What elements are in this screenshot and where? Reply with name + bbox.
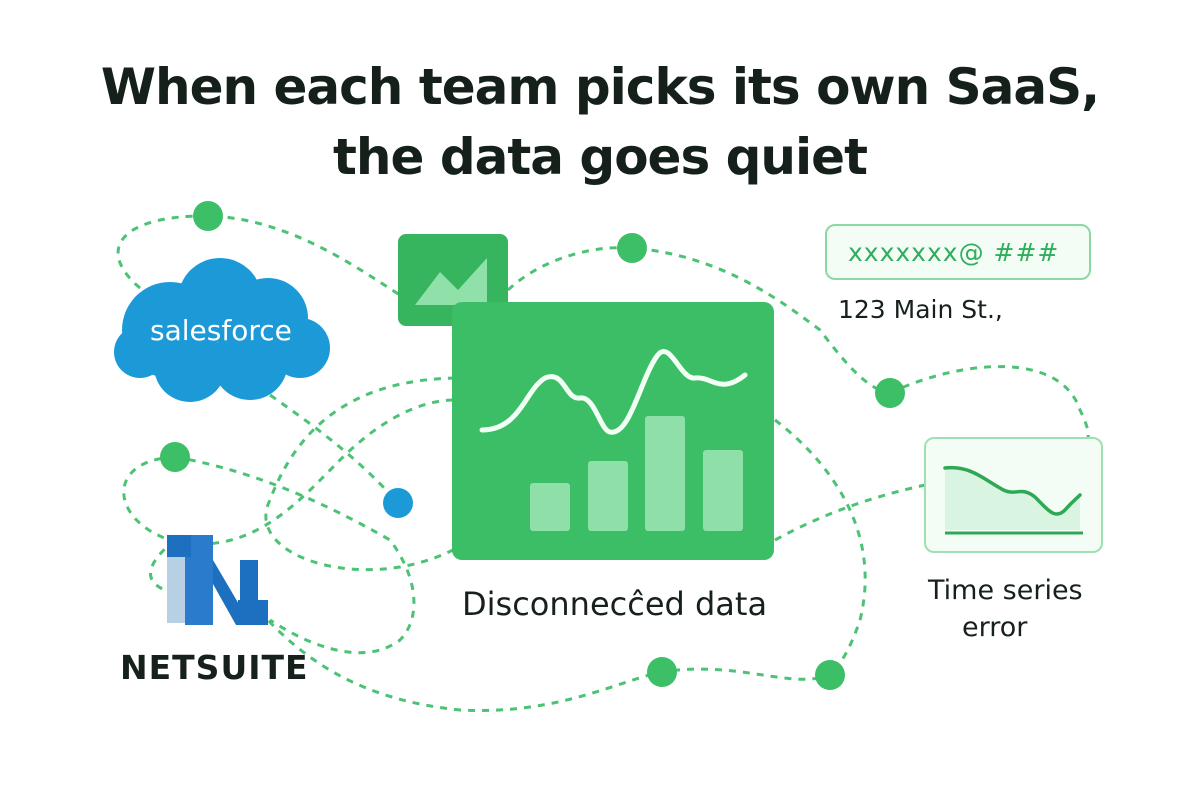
chart-bar [588,461,628,531]
center-dashboard-panel [452,302,774,560]
connector-netsuite-loop [122,398,456,546]
connector-bottom [248,599,831,712]
node-dot [160,442,190,472]
node-dot [193,201,223,231]
address-text: 123 Main St., [838,295,1003,324]
chart-bar [703,450,743,531]
chart-line [479,349,748,435]
connector-sf-down [269,393,400,504]
timeseries-chart-icon [924,437,1103,553]
node-dot-blue [383,488,413,518]
email-field-value: xxxxxxx@ ### [848,238,1060,267]
connector-netsuite-up [149,538,176,592]
timeseries-label-line-1: Time series [928,575,1083,606]
page-title-line-1: When each team picks its own SaaS, [100,58,1100,116]
node-dot [647,657,677,687]
connector-left-bottom [174,455,416,655]
salesforce-cloud-logo [114,258,330,402]
node-dot [815,660,845,690]
connector-sf-top [116,214,401,297]
connector-center-bottom [774,418,867,677]
chart-bar [530,483,570,531]
connector-lines [116,214,1090,712]
connector-cross-1 [264,376,471,572]
node-dot [875,378,905,408]
connector-timeseries [774,483,926,542]
timeseries-label-line-2: error [962,612,1028,643]
connector-right-loop [889,365,1090,442]
chart-bar [645,416,685,531]
node-dot [617,233,647,263]
node-dots [160,201,905,690]
page-title-line-2: the data goes quiet [333,128,868,186]
netsuite-label: NETSUITE [120,648,309,687]
netsuite-logo [167,535,268,625]
center-label: Disconnecĉed data [462,585,768,623]
salesforce-label: salesforce [150,314,292,347]
email-field [825,224,1091,280]
